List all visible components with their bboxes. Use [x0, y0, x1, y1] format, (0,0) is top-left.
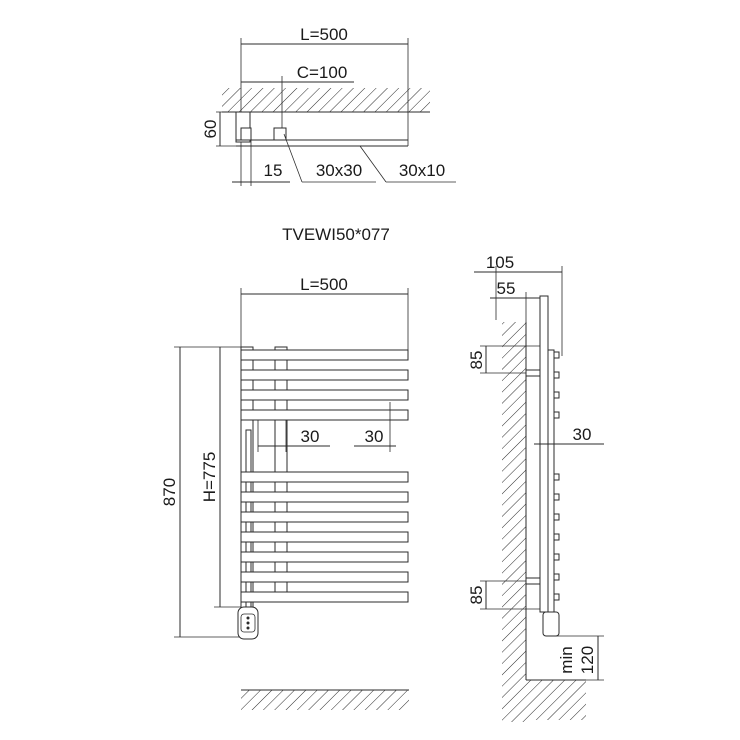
- top-bar-group: [240, 349, 409, 421]
- side-view-floor: [526, 680, 586, 720]
- heating-bar: [240, 571, 409, 583]
- heating-bar: [240, 369, 409, 381]
- min-label: min: [557, 646, 576, 673]
- height-label: H=775: [200, 452, 219, 503]
- heating-bar: [240, 551, 409, 563]
- bottom-wall-bracket: [525, 577, 541, 585]
- top-view-left-connector: [240, 127, 252, 141]
- bracket-top-label: 85: [467, 351, 486, 370]
- side-view-collector: [539, 295, 549, 613]
- bar-end-label: 30: [365, 427, 384, 446]
- bar-pitch-label: 30: [573, 425, 592, 444]
- overall-depth-label: 105: [486, 253, 514, 272]
- bar-profile-label: 30x10: [399, 161, 445, 180]
- heating-bar: [240, 349, 409, 361]
- bracket-bottom-label: 85: [467, 586, 486, 605]
- top-wall-bracket: [525, 369, 541, 377]
- offset-label: 15: [264, 161, 283, 180]
- front-length-label: L=500: [300, 275, 348, 294]
- top-view: L=500 C=100 60 15 30x30 30x10: [201, 25, 456, 186]
- bar-spacing-label: 30: [301, 427, 320, 446]
- front-view-floor: [241, 690, 409, 710]
- heating-bar: [240, 491, 409, 503]
- wall-depth-label: 55: [497, 279, 516, 298]
- floor-clearance-label: 120: [578, 646, 597, 674]
- heating-bar: [240, 531, 409, 543]
- thermostat-dot-icon: [246, 621, 250, 625]
- center-distance-label: C=100: [297, 63, 348, 82]
- bar-profile-leader: [359, 145, 387, 183]
- model-label: TVEWI50*077: [282, 225, 390, 244]
- side-view: 105 55 85: [467, 253, 604, 722]
- heating-bar: [240, 591, 409, 603]
- side-view-bar-tube: [547, 349, 555, 613]
- heating-bar: [240, 471, 409, 483]
- main-profile-leader: [283, 133, 303, 183]
- bottom-bar-group: [240, 471, 409, 603]
- side-view-wall: [502, 322, 526, 722]
- heating-bar: [240, 409, 409, 421]
- side-view-heating-element: [542, 611, 560, 637]
- thermostat-dot-icon: [246, 626, 250, 630]
- heating-bar: [240, 511, 409, 523]
- main-profile-label: 30x30: [316, 161, 362, 180]
- top-length-label: L=500: [300, 25, 348, 44]
- total-height-label: 870: [160, 478, 179, 506]
- depth-label: 60: [201, 120, 220, 139]
- side-view-bar-ends: [553, 351, 560, 601]
- thermostat-dot-icon: [246, 616, 250, 620]
- top-view-wall: [222, 88, 430, 112]
- heating-bar: [240, 389, 409, 401]
- front-view: L=500 30 30: [160, 275, 409, 710]
